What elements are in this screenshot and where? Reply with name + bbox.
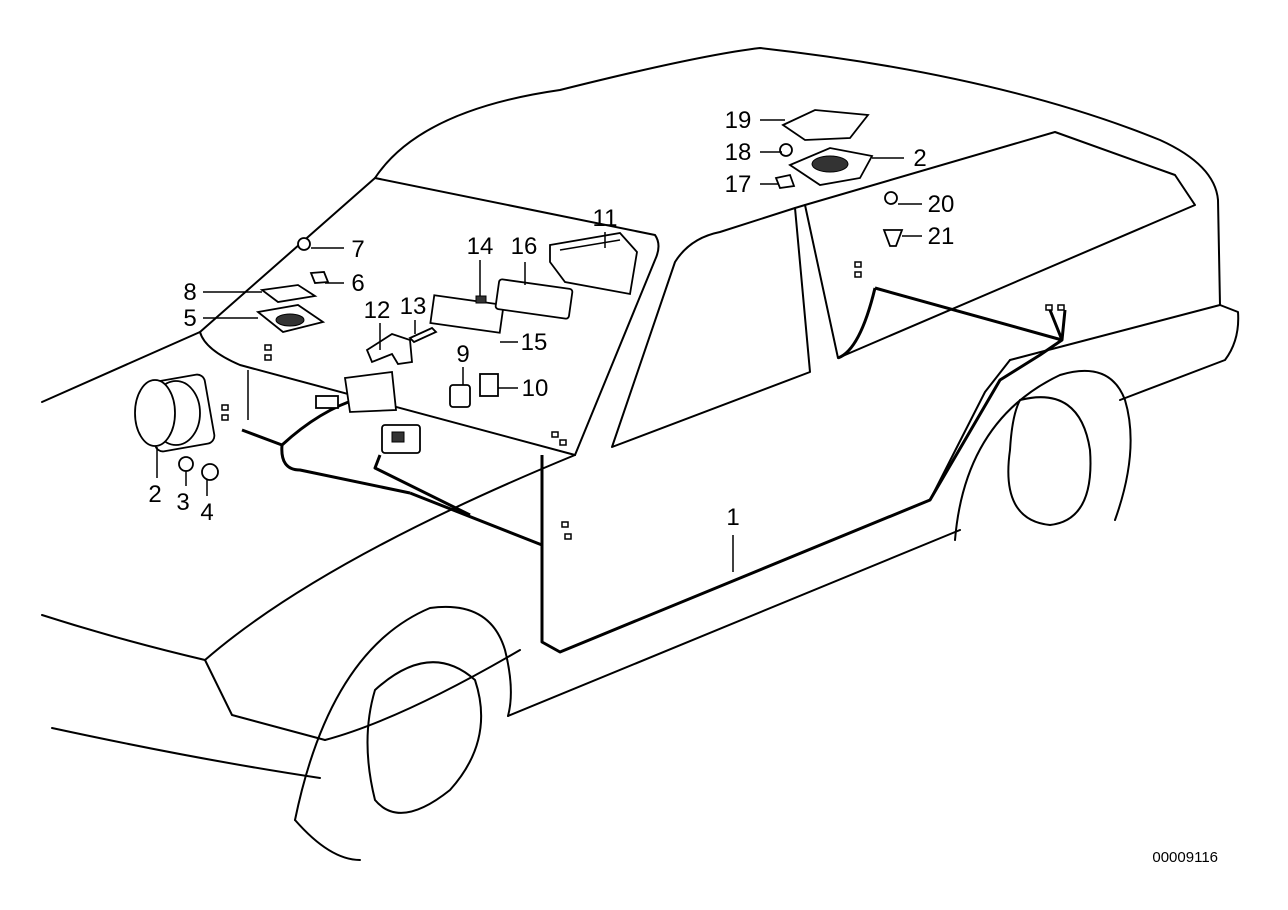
leader-lines	[156, 119, 922, 572]
dash-speaker-part	[255, 304, 326, 333]
callout-15: 15	[521, 329, 548, 356]
callout-16: 16	[511, 233, 538, 260]
switch-part	[449, 384, 471, 408]
callout-11: 11	[593, 205, 618, 232]
nut-part	[201, 463, 219, 481]
small-clip-part	[475, 295, 487, 304]
callout-9: 9	[456, 341, 469, 368]
front-speaker-part	[134, 373, 216, 453]
bracket-part	[365, 333, 413, 365]
rear-grille-part	[781, 109, 870, 141]
callout-4: 4	[200, 499, 213, 526]
connector-block	[315, 370, 421, 454]
radio-mount-part	[549, 232, 638, 296]
wiring-harness	[241, 286, 1067, 654]
callout-14: 14	[467, 233, 494, 260]
callout-17: 17	[725, 171, 752, 198]
callout-20: 20	[928, 191, 955, 218]
callout-3: 3	[176, 489, 189, 516]
rivet-part	[882, 229, 904, 247]
callout-8: 8	[183, 279, 196, 306]
diagram-reference-number: 00009116	[1152, 849, 1218, 866]
plug-connectors	[221, 261, 1065, 540]
callout-19: 19	[725, 107, 752, 134]
callout-2-front: 2	[148, 481, 161, 508]
callout-21: 21	[928, 223, 955, 250]
washer-part	[178, 456, 194, 472]
switch-part-10	[479, 373, 499, 397]
bolt-part	[408, 326, 438, 344]
callout-1: 1	[726, 504, 739, 531]
screw-part	[297, 237, 311, 251]
rear-speaker-part	[788, 147, 874, 186]
clip-part	[309, 271, 330, 284]
rear-screw-part	[779, 143, 793, 157]
rear-clip-part	[774, 173, 796, 189]
grille-part	[259, 284, 318, 303]
cover-part	[494, 278, 574, 320]
callout-5: 5	[183, 305, 196, 332]
callout-10: 10	[522, 375, 549, 402]
callouts: 1 2 2 3 4 5 6 7 8 9 10 11 12 13 14 15 16…	[148, 107, 954, 531]
trim-frame-part	[429, 294, 505, 334]
car-body	[41, 47, 1240, 861]
callout-13: 13	[400, 293, 427, 320]
callout-7: 7	[351, 236, 364, 263]
callout-6: 6	[351, 270, 364, 297]
callout-12: 12	[364, 297, 391, 324]
callout-18: 18	[725, 139, 752, 166]
parts	[134, 109, 1065, 540]
callout-2-rear: 2	[913, 145, 926, 172]
screw-20-part	[884, 191, 898, 205]
